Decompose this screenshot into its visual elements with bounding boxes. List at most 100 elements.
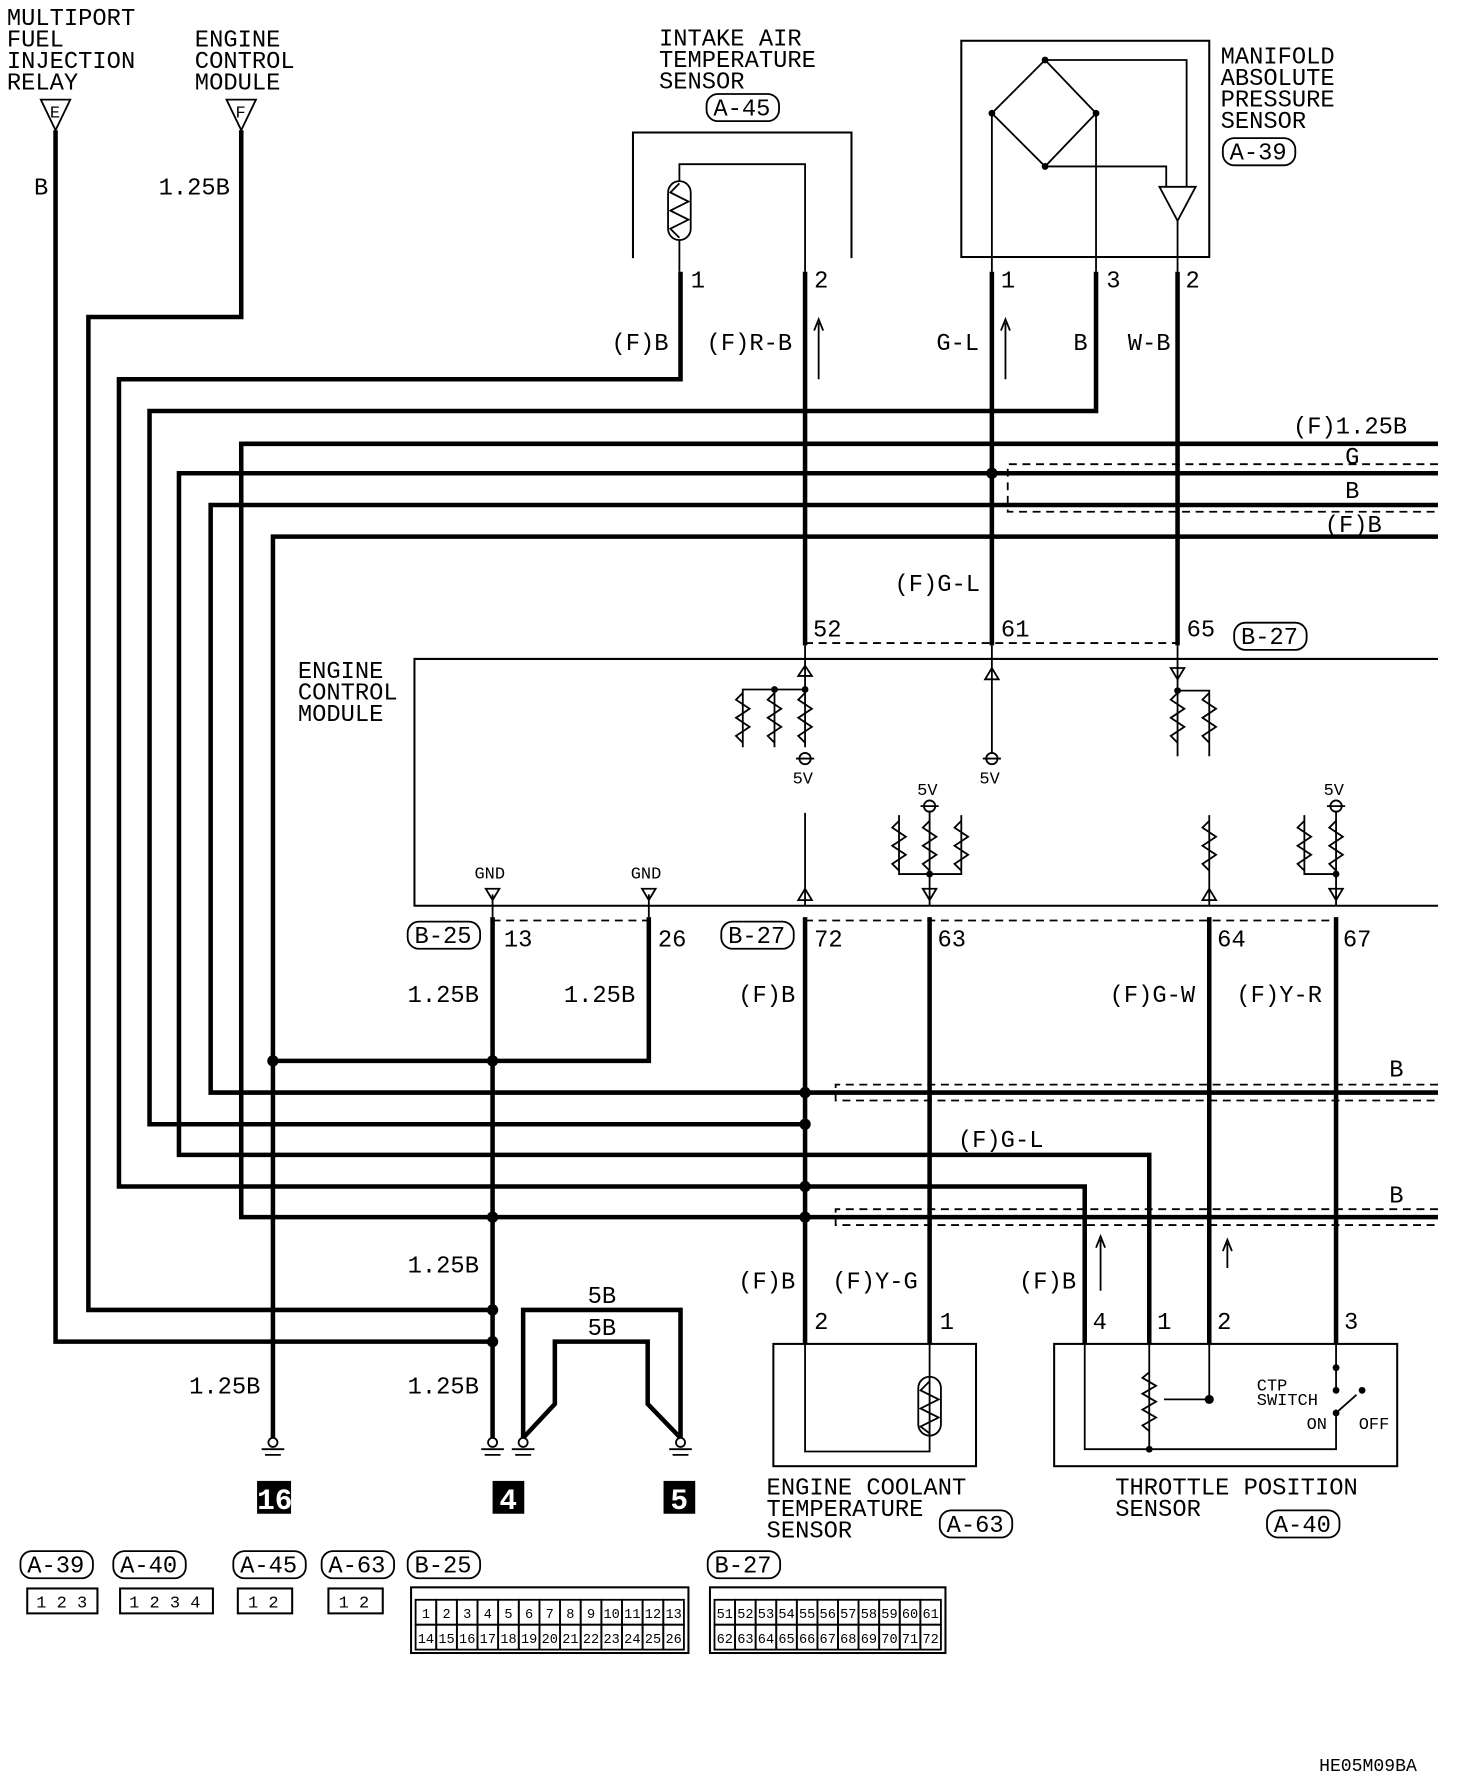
svg-text:RELAY: RELAY xyxy=(7,70,78,97)
5v-label: 5V xyxy=(793,770,814,789)
connector-pin-number: 53 xyxy=(758,1608,774,1623)
svg-text:A-63: A-63 xyxy=(328,1554,385,1581)
ctp-switch-label: SWITCH xyxy=(1257,1392,1318,1411)
connector-pin-number: 21 xyxy=(562,1633,578,1648)
ctp-off-label: OFF xyxy=(1359,1416,1390,1435)
svg-text:MODULE: MODULE xyxy=(195,70,281,97)
svg-text:A-45: A-45 xyxy=(240,1554,297,1581)
connector-cavity xyxy=(919,1623,942,1651)
relay-label: MULTIPORT FUEL INJECTION RELAY xyxy=(7,6,135,98)
pin-label: 2 xyxy=(814,269,828,296)
connector-pin-number: 6 xyxy=(525,1608,533,1623)
wire-label: G xyxy=(1345,445,1359,472)
wire-label: 1.25B xyxy=(189,1375,260,1402)
connector-pin-number: 56 xyxy=(820,1608,836,1623)
svg-text:4: 4 xyxy=(499,1484,517,1518)
wire-label: (F)R-B xyxy=(707,331,793,358)
connector-pin-number: 2 xyxy=(442,1608,450,1623)
ecm-source-label: ENGINE CONTROL MODULE xyxy=(195,27,295,97)
svg-text:FUEL: FUEL xyxy=(7,27,64,54)
connector-cavity xyxy=(662,1623,685,1651)
pin-label: 64 xyxy=(1217,928,1246,955)
svg-text:INTAKE AIR: INTAKE AIR xyxy=(659,26,802,53)
svg-text:1: 1 xyxy=(36,1595,46,1614)
wire-label: (F)B xyxy=(1325,513,1382,540)
wire-label: 1.25B xyxy=(564,983,635,1010)
pin-label: 1 xyxy=(1001,269,1015,296)
wire-label: W-B xyxy=(1128,331,1171,358)
connector-pin-number: 20 xyxy=(542,1633,558,1648)
wire-label: (F)B xyxy=(738,983,795,1010)
shield-dashes xyxy=(492,463,1438,1226)
svg-text:ENGINE COOLANT: ENGINE COOLANT xyxy=(767,1475,967,1502)
pin-label: 1 xyxy=(940,1310,954,1337)
pin-label: 3 xyxy=(1106,269,1120,296)
svg-text:2: 2 xyxy=(57,1595,67,1614)
connector-view-a63: A-63 1 2 xyxy=(320,1550,395,1615)
ctp-on-label: ON xyxy=(1307,1416,1327,1435)
5v-label: 5V xyxy=(979,770,1000,789)
figure-code: HE05M09BA xyxy=(1319,1757,1417,1777)
svg-text:A-63: A-63 xyxy=(947,1513,1004,1540)
signal-arrows xyxy=(813,316,1233,1291)
wire-label: (F)Y-G xyxy=(832,1269,918,1296)
connector-pin-number: 9 xyxy=(587,1608,595,1623)
connector-pin-number: 22 xyxy=(583,1633,599,1648)
pin-label: 1 xyxy=(691,269,705,296)
connector-pin-number: 70 xyxy=(881,1633,897,1648)
connector-pin-number: 4 xyxy=(484,1608,492,1623)
pin-label: 2 xyxy=(1185,269,1199,296)
svg-text:3: 3 xyxy=(77,1595,87,1614)
svg-text:TEMPERATURE: TEMPERATURE xyxy=(659,48,816,75)
connector-pin-number: 55 xyxy=(799,1608,815,1623)
5v-label: 5V xyxy=(917,782,938,801)
wire-label: (F)G-L xyxy=(895,572,981,599)
wire-label: B xyxy=(1389,1183,1403,1210)
ground-point-5: 5 xyxy=(663,1480,696,1518)
pin-label: 52 xyxy=(813,617,842,644)
svg-text:A-40: A-40 xyxy=(120,1554,177,1581)
wire-label: (F)B xyxy=(1019,1269,1076,1296)
connector-pin-number: 12 xyxy=(645,1608,661,1623)
wire-label: (F)G-L xyxy=(958,1128,1044,1155)
connector-pin-number: 67 xyxy=(820,1633,836,1648)
iat-sensor xyxy=(631,131,853,272)
svg-text:5: 5 xyxy=(670,1484,688,1518)
svg-text:ENGINE: ENGINE xyxy=(298,659,384,686)
connector-badge-b27-top: B-27 xyxy=(1233,621,1308,652)
connector-pin-number: 23 xyxy=(604,1633,620,1648)
svg-text:B-25: B-25 xyxy=(414,1554,471,1581)
svg-text:2: 2 xyxy=(150,1595,160,1614)
tps-sensor-label: THROTTLE POSITION SENSOR xyxy=(1115,1475,1357,1524)
terminal-e-icon: E xyxy=(39,98,72,133)
connector-pin-number: 58 xyxy=(861,1608,877,1623)
connector-badge-a40: A-40 xyxy=(1266,1509,1341,1540)
ect-sensor-label: ENGINE COOLANT TEMPERATURE SENSOR xyxy=(767,1475,967,1545)
pin-label: 13 xyxy=(504,928,533,955)
svg-text:4: 4 xyxy=(190,1595,200,1614)
connector-pin-number: 18 xyxy=(500,1633,516,1648)
wire-label: 5B xyxy=(588,1284,617,1311)
ground-point-16: 16 xyxy=(257,1480,292,1518)
wire-label: 5B xyxy=(588,1316,617,1343)
connector-pin-number: 17 xyxy=(480,1633,496,1648)
svg-text:PRESSURE: PRESSURE xyxy=(1221,87,1335,114)
connector-pin-number: 60 xyxy=(902,1608,918,1623)
connector-pin-number: 10 xyxy=(604,1608,620,1623)
pin-label: 4 xyxy=(1093,1310,1107,1337)
connector-view-a40: A-40 1 2 3 4 xyxy=(112,1550,214,1615)
map-sensor-label: MANIFOLD ABSOLUTE PRESSURE SENSOR xyxy=(1221,44,1335,136)
svg-text:CONTROL: CONTROL xyxy=(298,681,398,708)
wire-label: (F)B xyxy=(738,1269,795,1296)
connector-pin-number: 62 xyxy=(717,1633,733,1648)
wire-label: 1.25B xyxy=(408,1254,479,1281)
connector-view-a45: A-45 1 2 xyxy=(232,1550,307,1615)
svg-text:2: 2 xyxy=(359,1595,369,1614)
svg-text:ABSOLUTE: ABSOLUTE xyxy=(1221,66,1335,93)
wire-label: B xyxy=(34,176,48,203)
svg-text:SENSOR: SENSOR xyxy=(767,1519,853,1546)
svg-text:TEMPERATURE: TEMPERATURE xyxy=(767,1497,924,1524)
svg-text:SENSOR: SENSOR xyxy=(1221,109,1307,136)
svg-text:CONTROL: CONTROL xyxy=(195,49,295,76)
svg-text:THROTTLE POSITION: THROTTLE POSITION xyxy=(1115,1475,1357,1502)
